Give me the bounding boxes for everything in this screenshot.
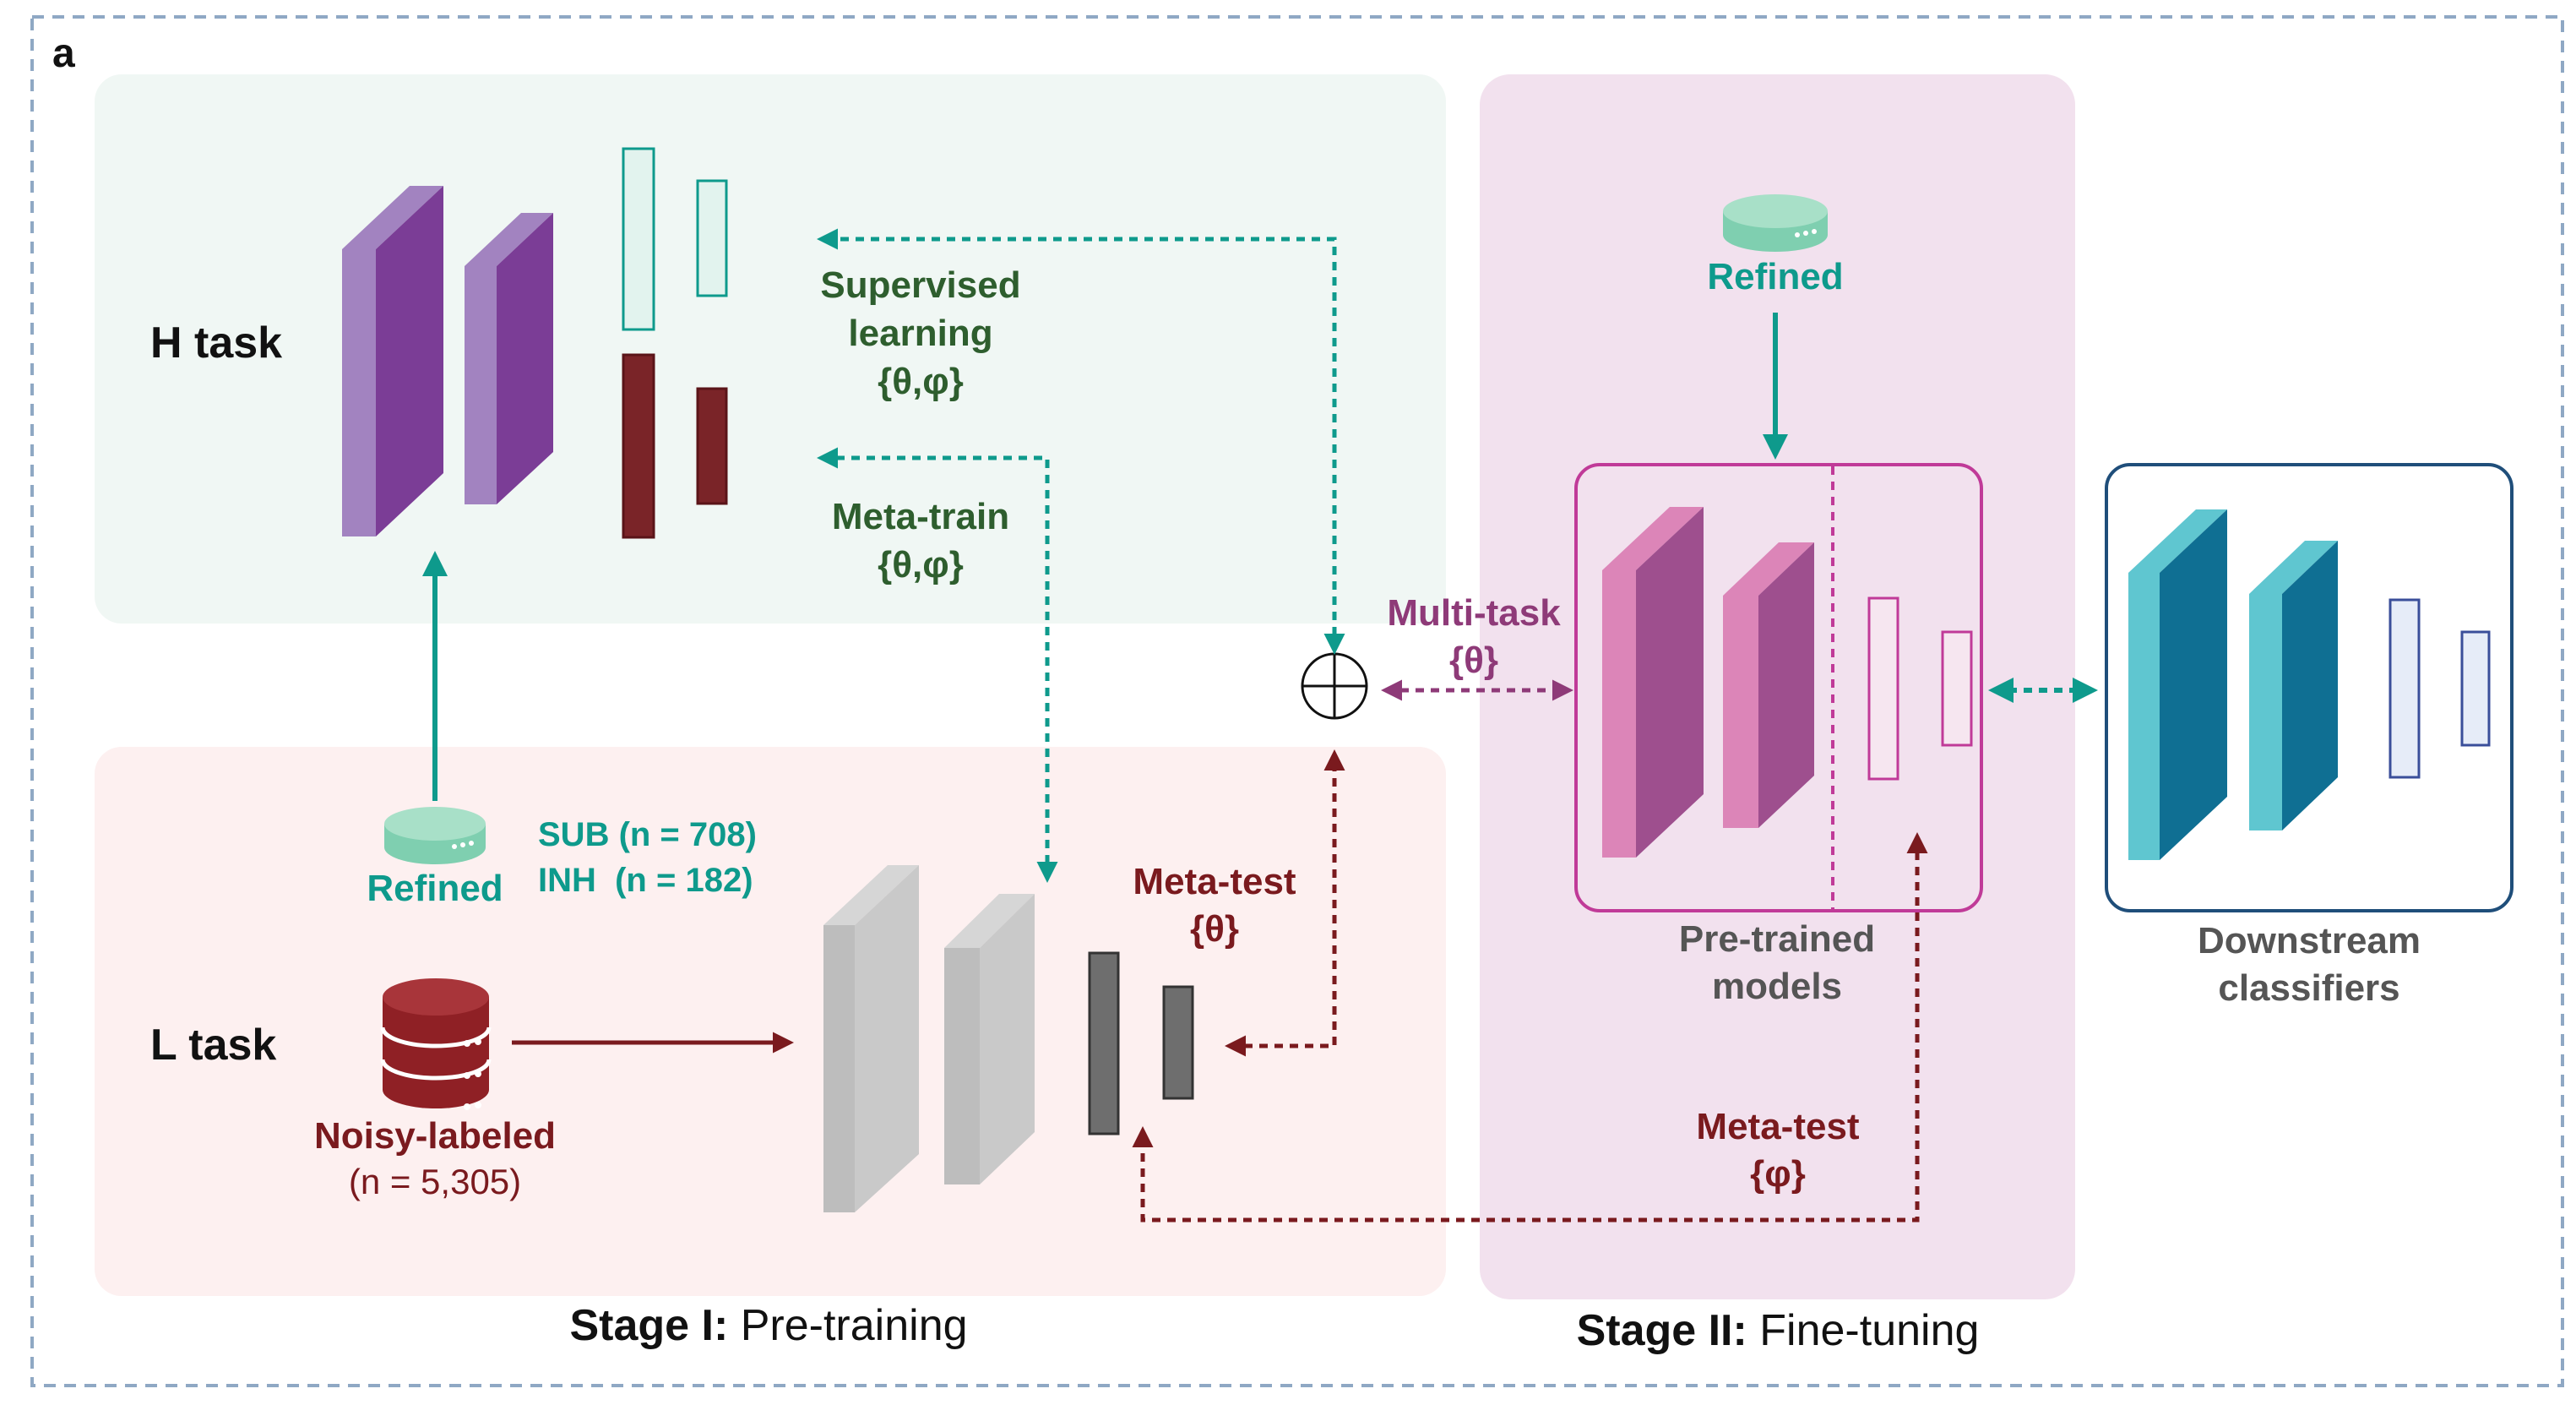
multi-task-label: Multi-task [1387, 592, 1561, 634]
stage1-caption-bold: Stage I: [569, 1301, 729, 1350]
d-conv-block-1 [2128, 509, 2227, 860]
l-head-small [1162, 985, 1194, 1100]
stage1-caption: Stage I: Pre-training [569, 1304, 967, 1348]
downstream-label-line1: Downstream [2197, 920, 2421, 961]
database-stack-icon [380, 978, 492, 1110]
pretrained-label-line1: Pre-trained [1678, 918, 1876, 960]
meta-test-phi-label: Meta-test [1696, 1106, 1860, 1147]
p-head-large [1867, 596, 1899, 781]
arrow-meta-train [817, 447, 1058, 883]
h-task-label: H task [150, 319, 283, 368]
arrow-supervised [817, 228, 1345, 655]
h-conv-block-1 [342, 186, 443, 536]
multi-task-params: {θ} [1448, 640, 1499, 681]
l-head-large [1088, 951, 1120, 1135]
outer-dashed-border [30, 15, 2564, 1387]
supervised-line1: Supervised [820, 264, 1021, 306]
h-task-region [95, 74, 1446, 624]
l-task-label: L task [150, 1021, 277, 1070]
circled-plus-icon [1301, 652, 1368, 720]
l-conv-block-1 [823, 865, 919, 1212]
downstream-label-line2: classifiers [2218, 967, 2400, 1009]
h-head-phi-large [622, 353, 655, 539]
database-disk-icon [1723, 194, 1828, 252]
p-head-small [1941, 630, 1973, 747]
stage2-caption-rest: Fine-tuning [1747, 1306, 1980, 1355]
pretrained-network [1602, 507, 1973, 858]
stage2-caption: Stage II: Fine-tuning [1577, 1309, 1980, 1353]
stage1-caption-rest: Pre-training [728, 1301, 968, 1350]
supervised-params: {θ,φ} [878, 361, 964, 402]
supervised-line2: learning [848, 313, 993, 354]
meta-test-phi-params: {φ} [1750, 1153, 1806, 1195]
database-disk-icon [384, 807, 486, 864]
h-head-phi-small [696, 387, 728, 505]
refined-right-label: Refined [1707, 256, 1844, 297]
p-conv-block-2 [1723, 542, 1814, 828]
h-head-theta-large [622, 147, 655, 331]
d-head-large [2389, 598, 2421, 779]
meta-train-label: Meta-train [831, 496, 1010, 537]
arrow-meta-test-phi [1132, 832, 1928, 1223]
refined-sub-count: SUB (n = 708) [538, 816, 757, 853]
downstream-network [2128, 509, 2491, 860]
meta-test-theta-params: {θ} [1189, 908, 1240, 950]
d-head-small [2460, 630, 2491, 747]
refined-left-label: Refined [367, 868, 503, 909]
meta-test-theta-label: Meta-test [1133, 861, 1296, 902]
refined-inh-count: INH (n = 182) [538, 862, 753, 899]
h-task-network [342, 147, 728, 539]
p-conv-block-1 [1602, 507, 1704, 858]
stage2-caption-bold: Stage II: [1576, 1306, 1747, 1355]
pretrained-label-line2: models [1711, 966, 1843, 1007]
noisy-count: (n = 5,305) [348, 1162, 522, 1201]
l-conv-block-2 [944, 894, 1035, 1184]
noisy-label: Noisy-labeled [313, 1115, 557, 1157]
meta-train-params: {θ,φ} [878, 544, 964, 585]
h-conv-block-2 [465, 213, 553, 504]
l-task-region [95, 747, 1446, 1296]
d-conv-block-2 [2249, 541, 2338, 830]
h-head-theta-small [696, 179, 728, 297]
panel-letter: a [52, 31, 75, 76]
